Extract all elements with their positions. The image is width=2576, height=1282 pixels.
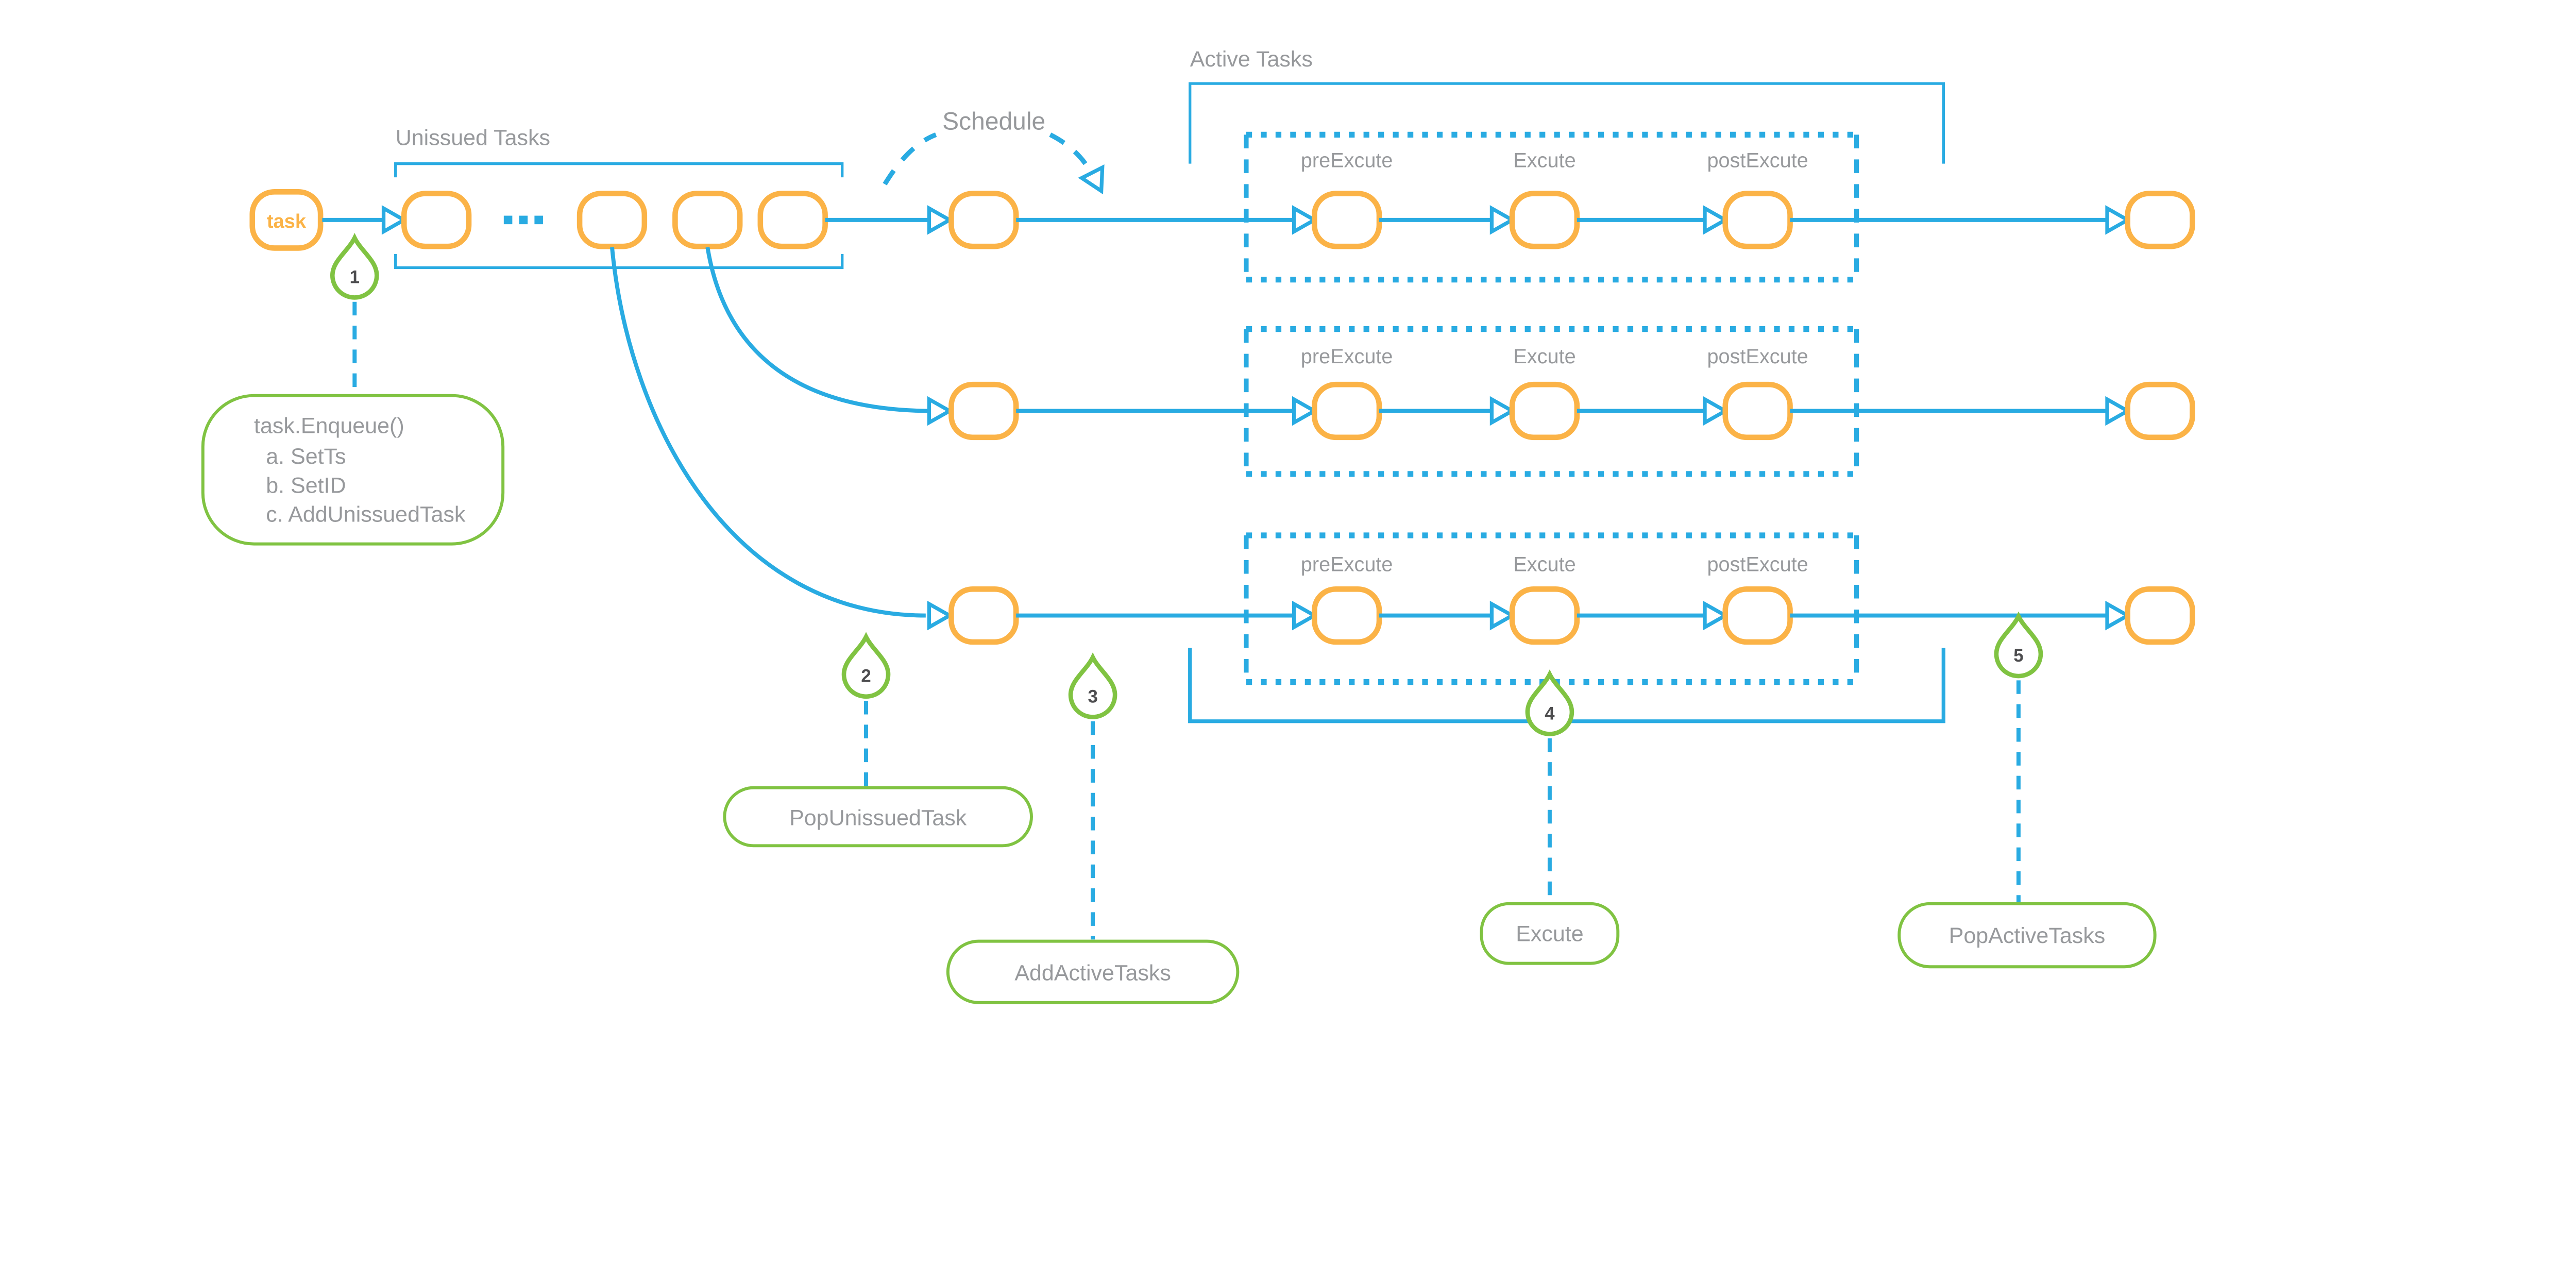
annotation-box-popactivetasks (1897, 902, 2157, 969)
annotation-box-popunissuedtask (723, 786, 1033, 848)
annotation-line: a. SetTs (266, 444, 346, 469)
annotation-label: PopActiveTasks (1949, 923, 2106, 948)
schedule-arc-right (1049, 132, 1097, 180)
excute-node (1509, 191, 1580, 249)
unissued-bracket-bottom (394, 254, 844, 269)
stage-label-excute: Excute (1513, 149, 1575, 172)
annotation-box-enqueue (201, 394, 505, 546)
queue-node-1 (401, 191, 472, 249)
diagram-svg: Unissued Tasks task Schedule Active Task… (201, 47, 2195, 1004)
teardrop-marker-icon (330, 233, 379, 300)
arrowhead-icon (927, 205, 954, 235)
teardrop-marker-icon (1068, 652, 1117, 719)
excute-node (1509, 381, 1580, 441)
marker-number: 4 (1545, 704, 1555, 723)
postexcute-node (1722, 191, 1793, 249)
teardrop-marker-icon (1994, 611, 2043, 679)
annotation-line: task.Enqueue() (254, 414, 404, 438)
postexcute-node (1722, 381, 1793, 441)
annotation-box-addactivetasks (946, 939, 1240, 1004)
scheduled-node (948, 191, 1019, 249)
flow-curve-queue-to-row3 (610, 247, 926, 618)
pipeline-row-2: preExcute Excute postExcute (948, 326, 2195, 477)
preexcute-node (1311, 586, 1382, 645)
marker-number: 3 (1088, 687, 1097, 706)
stage-label-preexcute: preExcute (1301, 553, 1393, 576)
schedule-arc-left (883, 132, 937, 185)
annotation-label: AddActiveTasks (1014, 961, 1171, 986)
stage-label-postexcute: postExcute (1707, 553, 1808, 576)
queue-node-3 (672, 191, 743, 249)
unissued-bracket-top (394, 162, 844, 178)
schedule-label: Schedule (942, 108, 1045, 135)
stage-label-excute: Excute (1513, 345, 1575, 368)
schedule-arrowhead-icon (1078, 164, 1105, 195)
scheduled-node (948, 586, 1019, 645)
marker-5: 5 PopActiveTasks (1897, 611, 2157, 969)
marker-1: 1 task.Enqueue() a. SetTs b. SetID c. Ad… (201, 233, 505, 546)
done-node (2125, 586, 2195, 645)
annotation-box-excute (1480, 902, 1620, 965)
preexcute-node (1311, 191, 1382, 249)
ellipsis-dot (519, 215, 528, 225)
scheduled-node (948, 381, 1019, 441)
excute-node (1509, 586, 1580, 645)
arrowhead-icon (2105, 396, 2132, 426)
arrowhead-icon (2105, 205, 2132, 235)
marker-2: 2 PopUnissuedTask (723, 632, 1033, 848)
postexcute-node (1722, 586, 1793, 645)
arrowhead-icon (1703, 600, 1730, 631)
arrowhead-icon (1292, 600, 1318, 631)
active-bracket-top (1189, 82, 1945, 164)
annotation-line: c. AddUnissuedTask (266, 502, 466, 527)
done-node (2125, 381, 2195, 441)
arrowhead-icon (1703, 396, 1730, 426)
arrowhead-icon (927, 396, 954, 426)
flow-curve-queue-to-row2 (705, 247, 928, 413)
arrowhead-icon (2105, 600, 2132, 631)
task-scheduler-diagram: Unissued Tasks task Schedule Active Task… (201, 47, 2195, 1004)
task-node (249, 189, 324, 251)
pipeline-row-1: preExcute Excute postExcute (948, 131, 2195, 283)
unissued-tasks-label: Unissued Tasks (396, 125, 550, 150)
marker-4: 4 Excute (1480, 669, 1620, 965)
ellipsis-dot (534, 215, 543, 225)
arrowhead-icon (927, 600, 954, 631)
annotation-label: Excute (1516, 922, 1583, 947)
teardrop-marker-icon (841, 632, 891, 699)
arrowhead-icon (381, 205, 408, 235)
pipeline-row-3: preExcute Excute postExcute (948, 532, 2195, 685)
stage-label-postexcute: postExcute (1707, 149, 1808, 172)
queue-node-2 (577, 191, 648, 249)
arrowhead-icon (1703, 205, 1730, 235)
marker-number: 5 (2013, 646, 2023, 666)
arrowhead-icon (1489, 205, 1516, 235)
done-node (2125, 191, 2195, 249)
marker-3: 3 AddActiveTasks (946, 652, 1240, 1004)
stage-label-preexcute: preExcute (1301, 345, 1393, 368)
stage-label-postexcute: postExcute (1707, 345, 1808, 368)
active-tasks-label: Active Tasks (1190, 47, 1313, 72)
stage-label-excute: Excute (1513, 553, 1575, 576)
arrowhead-icon (1292, 205, 1318, 235)
annotation-line: b. SetID (266, 473, 346, 498)
stage-label-preexcute: preExcute (1301, 149, 1393, 172)
ellipsis-dot (503, 215, 513, 225)
annotation-label: PopUnissuedTask (789, 806, 967, 831)
preexcute-node (1311, 381, 1382, 441)
task-node-label: task (267, 211, 307, 232)
marker-number: 1 (350, 267, 360, 287)
teardrop-marker-icon (1525, 669, 1574, 736)
arrowhead-icon (1292, 396, 1318, 426)
marker-number: 2 (861, 667, 871, 686)
arrowhead-icon (1489, 396, 1516, 426)
arrowhead-icon (1489, 600, 1516, 631)
queue-node-4 (757, 191, 828, 249)
